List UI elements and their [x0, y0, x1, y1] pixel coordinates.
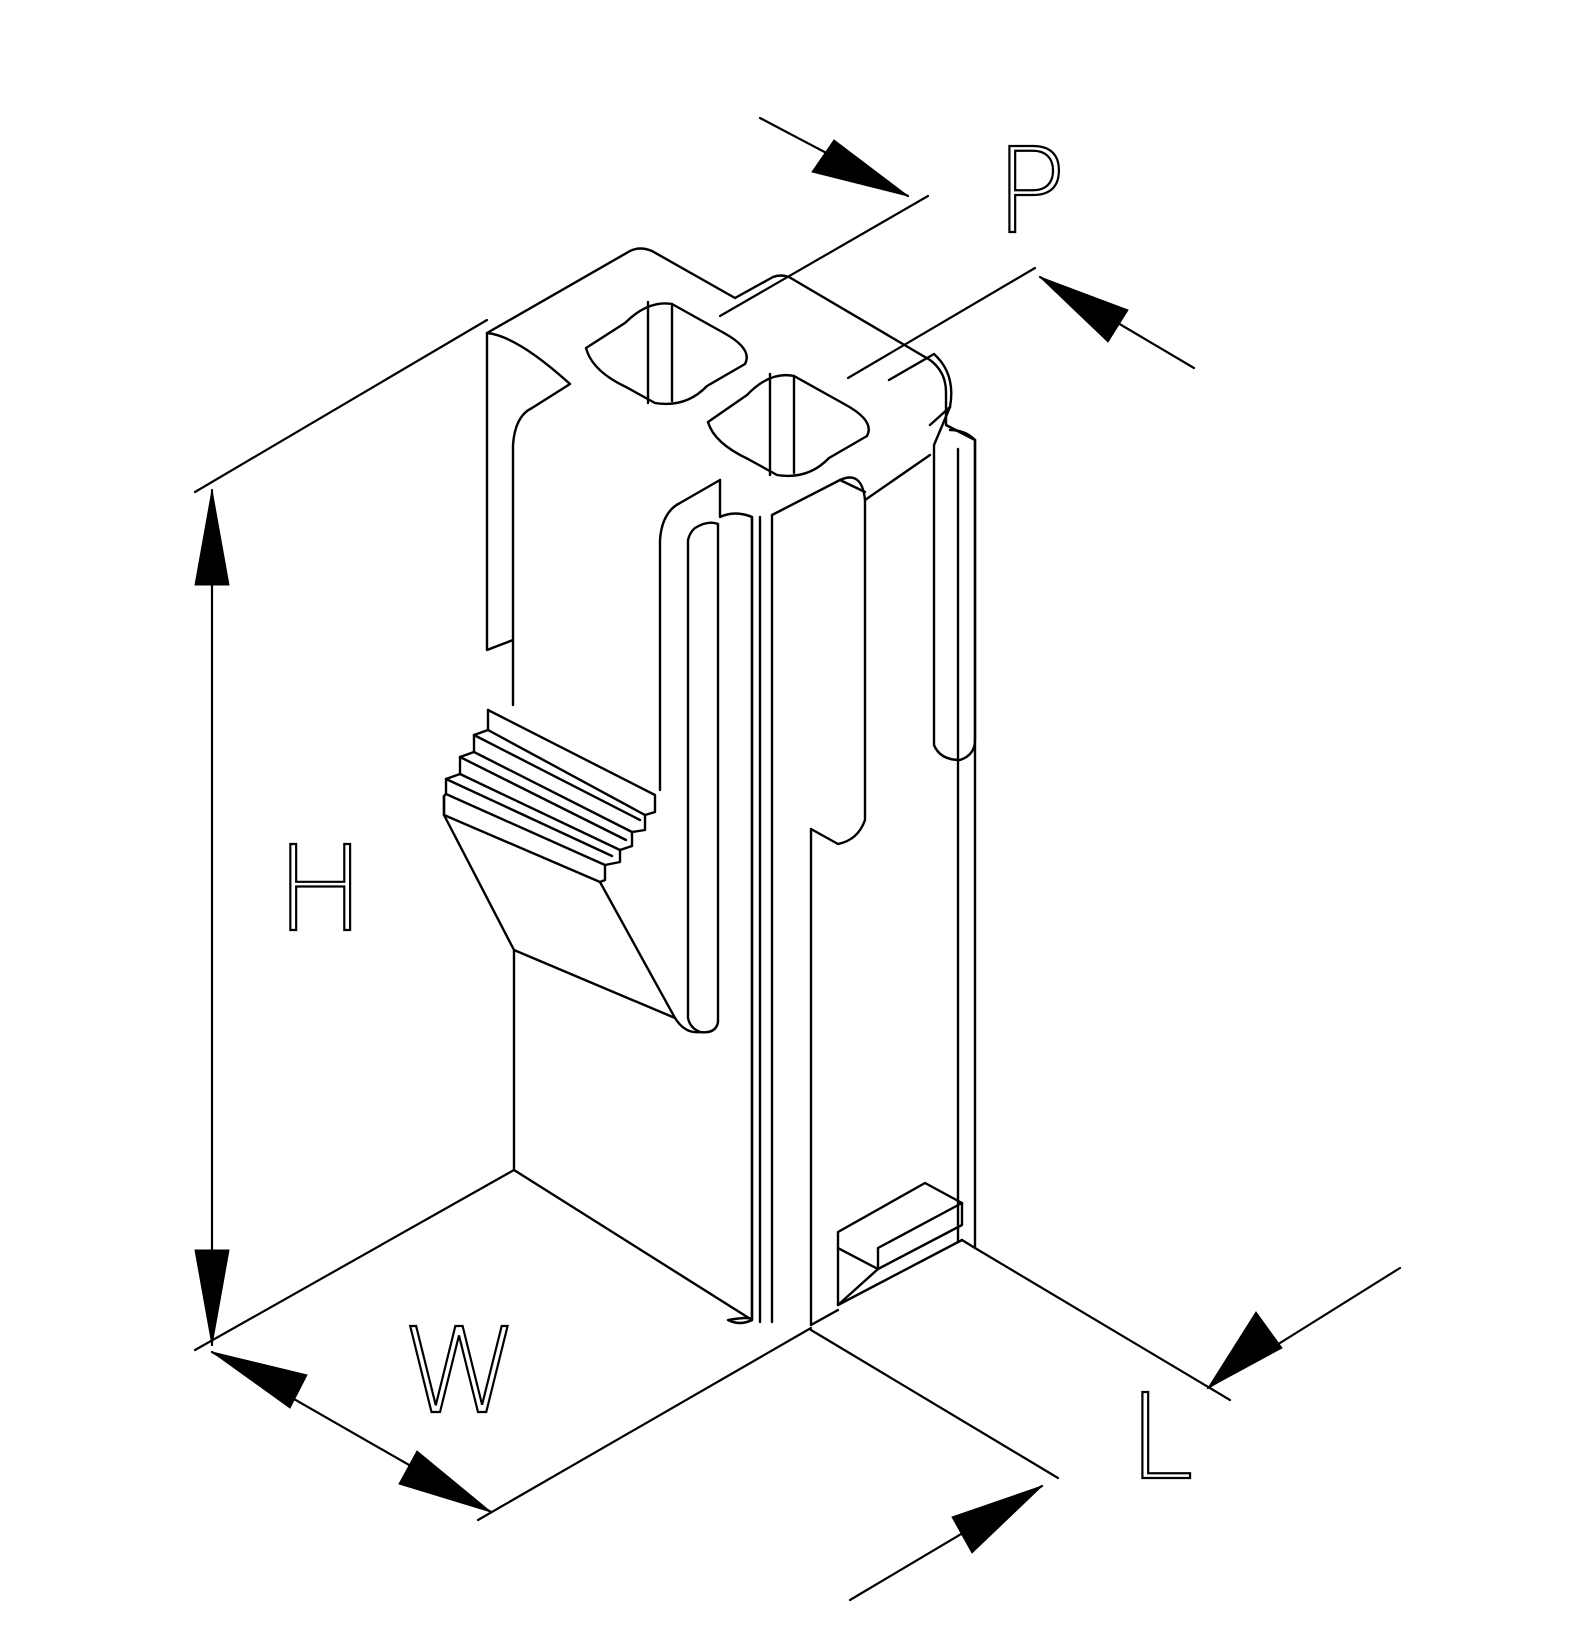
pitch-label: P — [995, 122, 1066, 260]
dimension-length — [809, 1246, 1402, 1602]
cavity-1 — [584, 302, 748, 406]
housing-right-column — [932, 405, 977, 762]
dimension-pitch — [718, 116, 1196, 380]
dimension-height — [193, 318, 489, 1347]
width-label: W — [402, 1302, 519, 1440]
locking-foot — [836, 1181, 964, 1307]
latch-ramp — [442, 708, 702, 1034]
housing-top-outline — [485, 247, 977, 442]
center-rail — [718, 478, 754, 1325]
length-label: L — [1128, 1368, 1194, 1506]
height-label: H — [276, 820, 365, 958]
housing-left-upper-face — [485, 331, 572, 652]
cavity-2 — [706, 374, 870, 478]
housing-right-face — [770, 476, 867, 1327]
dimension-width — [193, 1168, 813, 1522]
housing-left-lower-face — [512, 948, 754, 1322]
connector-housing — [442, 247, 977, 1327]
